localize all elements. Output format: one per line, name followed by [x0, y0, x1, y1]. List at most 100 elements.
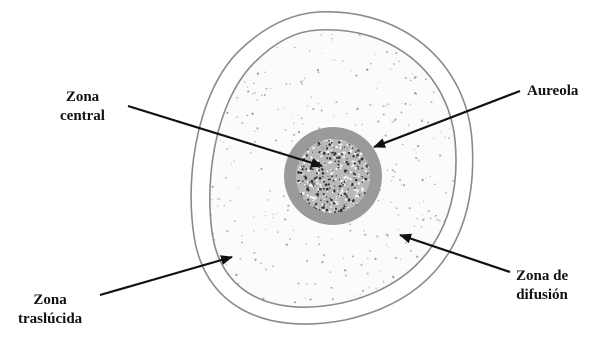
stipple-dot [386, 51, 388, 53]
core-dot [316, 206, 318, 208]
stipple-dot [287, 205, 289, 207]
core-dot [333, 190, 335, 192]
stipple-dot [331, 38, 333, 40]
stipple-dot [349, 230, 351, 232]
core-dot [362, 182, 363, 183]
stipple-dot [330, 59, 331, 60]
stipple-dot [223, 205, 225, 207]
stipple-dot [257, 73, 259, 75]
stipple-dot [439, 131, 441, 133]
stipple-dot [241, 242, 243, 244]
stipple-dot [462, 83, 464, 85]
core-dot [316, 203, 317, 204]
core-dot [330, 186, 332, 188]
core-dot [341, 188, 343, 190]
stipple-dot [265, 211, 266, 212]
stipple-dot [391, 121, 393, 123]
stipple-dot [437, 219, 439, 221]
core-dot [307, 181, 309, 183]
stipple-dot [318, 103, 319, 104]
core-dot [351, 166, 352, 167]
stipple-dot [362, 290, 364, 292]
stipple-dot [254, 141, 256, 143]
stipple-dot [249, 175, 250, 176]
stipple-dot [283, 195, 285, 197]
stipple-dot [223, 142, 224, 143]
stipple-dot [202, 86, 203, 87]
stipple-dot [383, 280, 384, 281]
core-dot [334, 152, 336, 154]
stipple-dot [214, 37, 215, 38]
core-dot [344, 157, 345, 158]
stipple-dot [424, 291, 426, 293]
core-dot [326, 201, 328, 203]
core-dot [322, 172, 324, 174]
core-dot [347, 158, 348, 159]
core-dot [330, 202, 332, 204]
core-dot [350, 149, 353, 152]
core-dot [333, 157, 335, 159]
stipple-dot [265, 229, 266, 230]
stipple-dot [444, 136, 445, 137]
stipple-dot [349, 223, 351, 225]
stipple-dot [388, 247, 389, 248]
stipple-dot [449, 128, 450, 129]
core-dot [331, 140, 332, 141]
core-dot [319, 177, 322, 180]
stipple-dot [363, 230, 364, 231]
core-dot [354, 167, 356, 169]
stipple-dot [232, 50, 233, 51]
core-dot [346, 191, 348, 193]
core-dot [302, 174, 303, 175]
core-dot [348, 199, 351, 202]
stipple-dot [284, 218, 286, 220]
core-dot [338, 156, 341, 159]
core-dot [350, 201, 352, 203]
stipple-dot [463, 87, 465, 89]
core-dot [307, 150, 310, 153]
stipple-dot [225, 177, 227, 179]
core-dot [303, 176, 304, 177]
core-dot [320, 152, 322, 154]
core-dot [335, 168, 337, 170]
core-dot [324, 200, 325, 201]
core-dot [334, 211, 336, 213]
core-dot [300, 183, 301, 184]
stipple-dot [445, 192, 447, 194]
core-dot [298, 169, 300, 171]
stipple-dot [403, 298, 405, 300]
stipple-dot [304, 77, 306, 79]
core-dot [344, 161, 346, 163]
stipple-dot [452, 35, 453, 36]
core-dot [320, 200, 321, 201]
stipple-dot [394, 171, 396, 173]
core-dot [335, 161, 337, 163]
stipple-dot [429, 176, 430, 177]
stipple-dot [366, 69, 368, 71]
stipple-dot [387, 103, 389, 105]
stipple-dot [208, 73, 210, 75]
core-dot [339, 193, 341, 195]
core-dot [358, 174, 360, 176]
core-dot [326, 151, 327, 152]
core-dot [365, 163, 366, 164]
stipple-dot [335, 101, 337, 103]
core-dot [331, 144, 333, 146]
core-dot [347, 189, 348, 190]
core-dot [332, 192, 333, 193]
core-dot [323, 193, 325, 195]
core-dot [312, 158, 315, 161]
core-dot [349, 144, 350, 145]
stipple-dot [428, 210, 430, 212]
core-dot [320, 155, 322, 157]
core-dot [340, 164, 343, 167]
stipple-dot [233, 161, 235, 163]
core-dot [312, 147, 315, 150]
stipple-dot [221, 53, 222, 54]
core-dot [334, 147, 335, 148]
core-dot [344, 141, 345, 142]
core-dot [312, 196, 315, 199]
stipple-dot [440, 40, 442, 42]
core-dot [338, 160, 340, 162]
stipple-dot [345, 274, 347, 276]
